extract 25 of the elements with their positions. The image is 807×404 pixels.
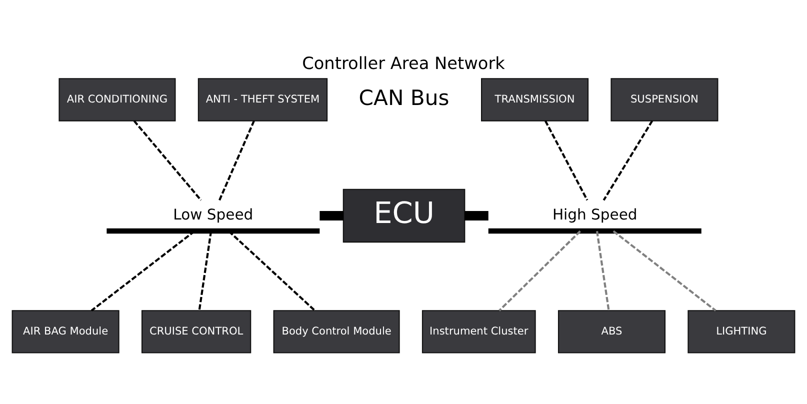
node-box: ABS (558, 310, 666, 354)
node-box: Body Control Module (273, 310, 400, 354)
node-box: TRANSMISSION (481, 78, 589, 122)
connector (198, 231, 212, 311)
node-box: ECU (342, 188, 466, 243)
node-box: Instrument Cluster (422, 310, 536, 354)
connector (320, 210, 344, 220)
label: CAN Bus (358, 84, 450, 110)
node-text: Low Speed (173, 206, 254, 224)
connector (596, 231, 610, 311)
connector (612, 230, 716, 312)
node-box: CRUISE CONTROL (141, 310, 252, 354)
connector (218, 120, 255, 201)
connector (602, 120, 654, 201)
node-box: SUSPENSION (610, 78, 718, 122)
connector (544, 120, 588, 201)
connector (133, 120, 202, 201)
node-box: AIR BAG Module (12, 310, 120, 354)
node-box: AIR CONDITIONING (58, 78, 176, 122)
connector (498, 230, 581, 312)
node-box: ANTI - THEFT SYSTEM (198, 78, 328, 122)
connector (464, 210, 488, 220)
diagram-title: Controller Area Network (302, 52, 505, 73)
node-text: High Speed (552, 206, 638, 224)
node-box: LIGHTING (688, 310, 796, 354)
